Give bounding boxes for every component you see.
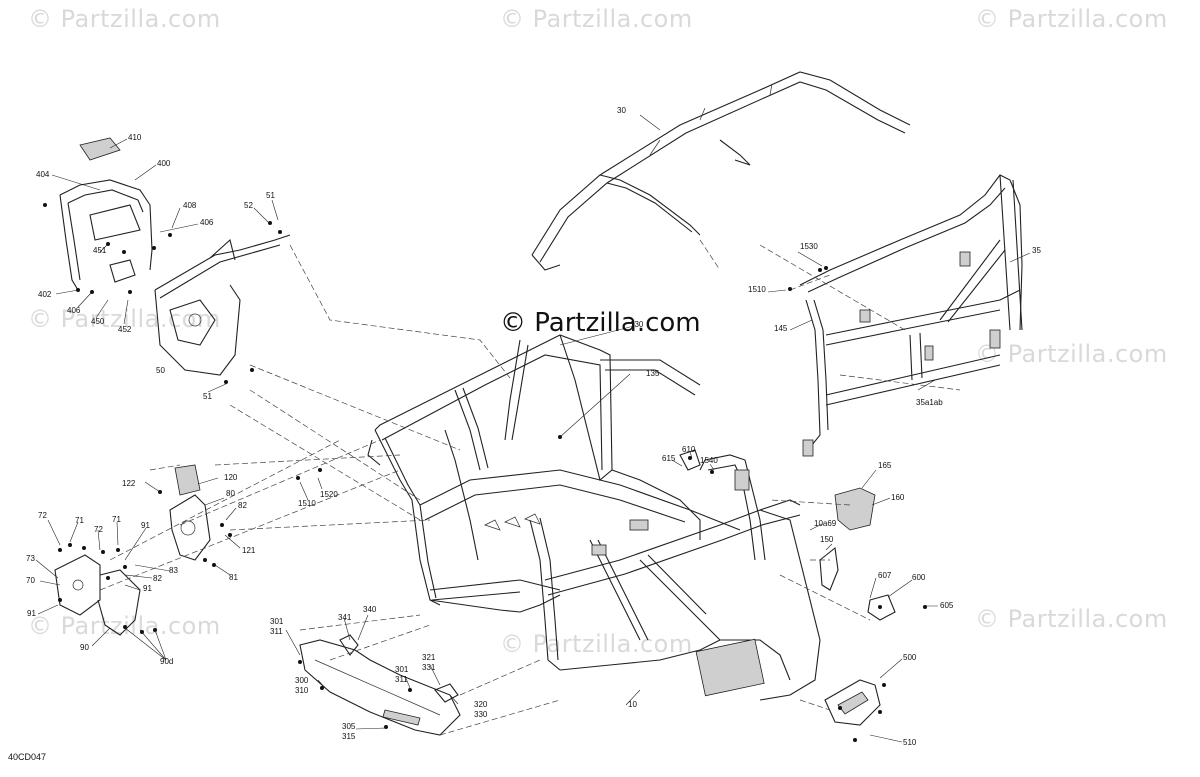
callout-500: 500 <box>903 653 917 662</box>
callout-82b: 82 <box>153 574 162 583</box>
watermark-center: © Partzilla.com <box>500 308 701 338</box>
main-frame <box>367 334 821 701</box>
callout-10: 10 <box>628 700 637 709</box>
callout-70: 70 <box>26 576 35 585</box>
callout-121: 121 <box>242 546 256 555</box>
watermark-bottom-center: © Partzilla.com <box>500 630 693 658</box>
callout-321-331: 321 331 <box>422 653 436 672</box>
callout-406b: 406 <box>67 306 81 315</box>
callout-510: 510 <box>903 738 917 747</box>
callout-52: 52 <box>244 201 253 210</box>
callout-450: 450 <box>91 317 105 326</box>
callout-35: 35 <box>1032 246 1041 255</box>
callout-51b: 51 <box>203 392 212 401</box>
callout-30: 30 <box>617 106 626 115</box>
diagram-code: 40CD047 <box>8 752 47 762</box>
callout-73: 73 <box>26 554 35 563</box>
callout-1510a: 1510 <box>748 285 766 294</box>
callout-1520: 1520 <box>320 490 338 499</box>
callout-72b: 72 <box>94 525 103 534</box>
callout-81: 81 <box>229 573 238 582</box>
watermark-mid-right: © Partzilla.com <box>975 340 1168 368</box>
callout-91b: 91 <box>143 584 152 593</box>
callout-1540: 1540 <box>700 456 718 465</box>
callout-122: 122 <box>122 479 136 488</box>
callout-10a69: 10a69 <box>814 519 837 528</box>
callout-452: 452 <box>118 325 132 334</box>
callout-82a: 82 <box>238 501 247 510</box>
callout-400: 400 <box>157 159 171 168</box>
assembly-guide-lines <box>99 239 961 736</box>
callout-80: 80 <box>226 489 235 498</box>
watermark-mid-left: © Partzilla.com <box>28 305 221 333</box>
watermark-top-right: © Partzilla.com <box>975 5 1168 33</box>
callout-51a: 51 <box>266 191 275 200</box>
callout-91a: 91 <box>141 521 150 530</box>
callout-130: 130 <box>630 320 644 329</box>
callout-90d: 90d <box>160 657 174 666</box>
callout-451: 451 <box>93 246 107 255</box>
callout-90: 90 <box>80 643 89 652</box>
callout-72a: 72 <box>38 511 47 520</box>
callout-50: 50 <box>156 366 165 375</box>
callout-1530: 1530 <box>800 242 818 251</box>
callout-91c: 91 <box>27 609 36 618</box>
callout-404: 404 <box>36 170 50 179</box>
callout-120: 120 <box>224 473 238 482</box>
callout-320-330: 320 330 <box>474 700 488 719</box>
front-guard-upper <box>59 137 291 376</box>
callout-610: 610 <box>682 445 696 454</box>
callout-301-311b: 301 311 <box>395 665 409 684</box>
fasteners <box>43 203 927 742</box>
callout-71b: 71 <box>112 515 121 524</box>
left-mount-brackets <box>54 464 211 636</box>
callout-615: 615 <box>662 454 676 463</box>
callout-83: 83 <box>169 566 178 575</box>
callout-408: 408 <box>183 201 197 210</box>
callout-35a1ab: 35a1ab <box>916 398 943 407</box>
callout-150: 150 <box>820 535 834 544</box>
callout-406a: 406 <box>200 218 214 227</box>
callout-160: 160 <box>891 493 905 502</box>
watermark-top-left: © Partzilla.com <box>28 5 221 33</box>
leader-lines <box>35 114 1031 743</box>
watermark-bottom-right: © Partzilla.com <box>975 605 1168 633</box>
callout-402: 402 <box>38 290 52 299</box>
callout-301-311a: 301 311 <box>270 617 284 636</box>
callout-300-310: 300 310 <box>295 676 309 695</box>
callout-607: 607 <box>878 571 892 580</box>
right-side-brackets <box>679 449 896 726</box>
callout-305-315: 305 315 <box>342 722 356 741</box>
callout-341: 341 <box>338 613 352 622</box>
callout-410: 410 <box>128 133 142 142</box>
watermark-top-center: © Partzilla.com <box>500 5 693 33</box>
callout-135: 135 <box>646 369 660 378</box>
roll-cage-front-bar <box>531 71 911 271</box>
callout-71a: 71 <box>75 516 84 525</box>
callout-605: 605 <box>940 601 954 610</box>
callout-340: 340 <box>363 605 377 614</box>
callout-165: 165 <box>878 461 892 470</box>
roll-cage-rear-assembly <box>799 174 1023 457</box>
callout-1510b: 1510 <box>298 499 316 508</box>
callout-145: 145 <box>774 324 788 333</box>
skid-plate-front <box>299 634 461 736</box>
callout-600: 600 <box>912 573 926 582</box>
